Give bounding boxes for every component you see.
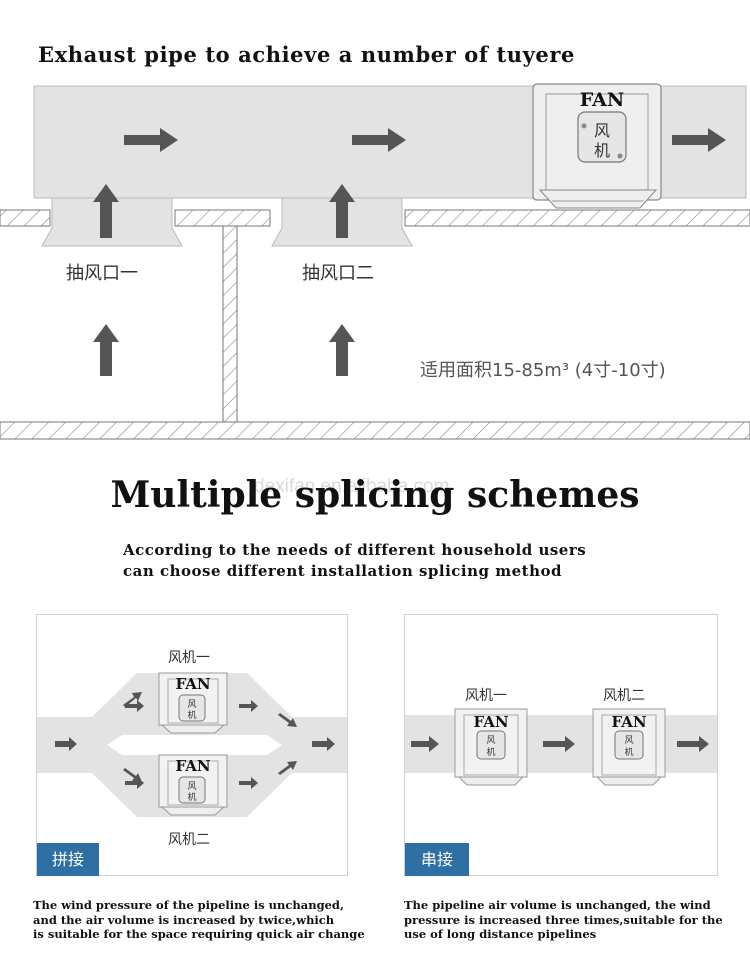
parallel-fan-bottom-char2: 机 xyxy=(187,791,196,803)
inlet-label-1: 抽风口一 xyxy=(66,263,138,284)
subtitle-line-1: According to the needs of different hous… xyxy=(123,541,587,559)
flow-arrow-3 xyxy=(672,128,726,152)
series-tag: 串接 xyxy=(405,843,469,876)
fan-char-2-top: 机 xyxy=(594,141,610,160)
up-arrow-room-1 xyxy=(93,324,119,376)
series-fan-2-name: 风机二 xyxy=(603,688,645,704)
inlet-label-2: 抽风口二 xyxy=(302,263,374,284)
series-fan-1-name: 风机一 xyxy=(465,688,507,704)
partition-wall xyxy=(222,225,238,423)
fan-unit-top xyxy=(532,83,662,209)
up-arrow-room-2 xyxy=(329,324,355,376)
series-caption: The pipeline air volume is unchanged, th… xyxy=(404,898,723,942)
series-panel: FAN 风 机 FAN 风 机 风机一 风机二 串接 xyxy=(404,614,718,876)
exhaust-diagram: FAN 风 机 xyxy=(0,83,750,440)
parallel-fan-top-char2: 机 xyxy=(187,709,196,721)
flow-arrow-2 xyxy=(352,128,406,152)
series-caption-line-2: pressure is increased three times,suitab… xyxy=(404,912,723,927)
fan-char-1-top: 风 xyxy=(594,121,610,140)
parallel-caption-line-2: and the air volume is increased by twice… xyxy=(33,912,335,927)
parallel-panel: FAN 风 机 FAN 风 机 风机一 风机二 拼接 xyxy=(36,614,348,876)
parallel-fan-top xyxy=(158,672,228,734)
fan-label-top: FAN xyxy=(580,89,625,111)
ceiling-right xyxy=(404,209,750,227)
parallel-tag: 拼接 xyxy=(37,843,99,876)
series-caption-line-3: use of long distance pipelines xyxy=(404,927,597,941)
up-arrow-inlet-2 xyxy=(329,184,355,238)
parallel-diagram: FAN 风 机 FAN 风 机 xyxy=(37,672,347,817)
watermark: dexifan.en.alibaba.com xyxy=(254,476,450,497)
parallel-caption-line-1: The wind pressure of the pipeline is unc… xyxy=(33,898,344,912)
parallel-caption-line-3: is suitable for the space requiring quic… xyxy=(33,927,365,941)
parallel-fan-bottom xyxy=(158,754,228,816)
series-caption-line-1: The pipeline air volume is unchanged, th… xyxy=(404,898,711,912)
parallel-fan-bottom-char1: 风 xyxy=(187,781,196,792)
series-fan-1 xyxy=(454,708,528,786)
subtitle-line-2: can choose different installation splici… xyxy=(123,562,562,580)
floor xyxy=(0,421,750,440)
parallel-fan-top-char1: 风 xyxy=(187,699,196,710)
top-title: Exhaust pipe to achieve a number of tuye… xyxy=(38,42,576,67)
series-fan-2 xyxy=(592,708,666,786)
series-fan-2-char1: 风 xyxy=(624,735,633,746)
up-arrow-inlet-1 xyxy=(93,184,119,238)
series-fan-1-char1: 风 xyxy=(486,735,495,746)
parallel-fan-bottom-name: 风机二 xyxy=(168,832,210,848)
parallel-fan-top-name: 风机一 xyxy=(168,650,210,666)
parallel-fan-bottom-label: FAN xyxy=(175,757,210,775)
section-title: Multiple splicing schemes xyxy=(110,474,640,516)
flow-arrow-1 xyxy=(124,128,178,152)
series-diagram: FAN 风 机 FAN 风 机 xyxy=(405,708,717,786)
ceiling-left xyxy=(0,209,51,227)
series-fan-2-label: FAN xyxy=(611,713,646,731)
series-fan-1-label: FAN xyxy=(473,713,508,731)
ceiling-mid xyxy=(174,209,271,227)
series-fan-2-char2: 机 xyxy=(624,746,633,758)
parallel-fan-top-label: FAN xyxy=(175,675,210,693)
area-note: 适用面积15-85m³ (4寸-10寸) xyxy=(420,360,666,381)
series-fan-1-char2: 机 xyxy=(486,746,495,758)
parallel-caption: The wind pressure of the pipeline is unc… xyxy=(33,898,365,942)
